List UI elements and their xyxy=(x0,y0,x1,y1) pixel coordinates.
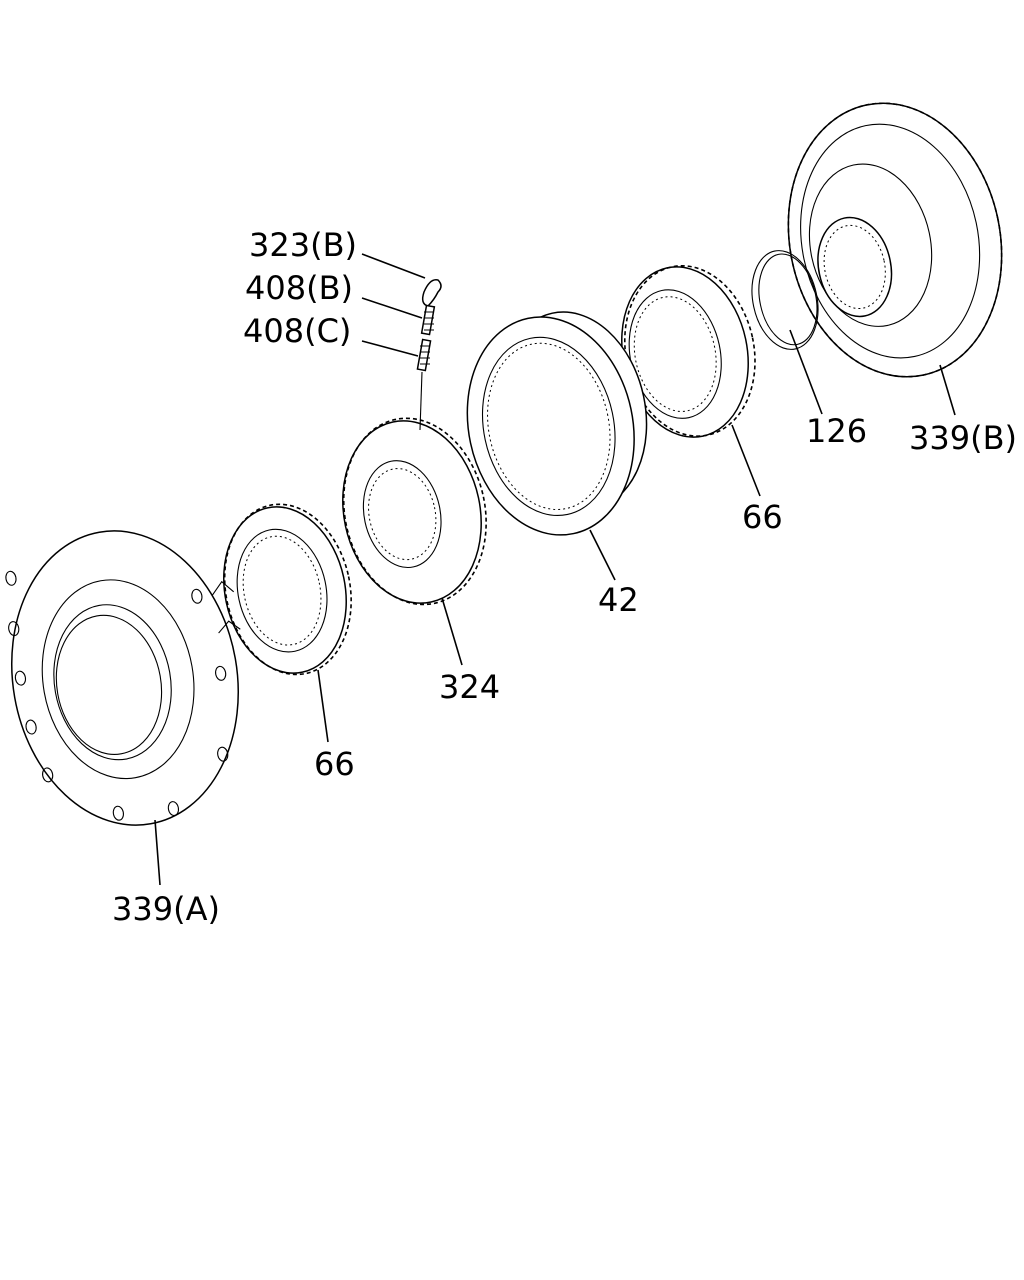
label-408b: 408(B) xyxy=(245,269,353,307)
label-339b: 339(B) xyxy=(909,419,1017,457)
label-126: 126 xyxy=(806,412,867,450)
sleeve-42 xyxy=(466,311,648,536)
label-66-right: 66 xyxy=(742,498,783,536)
label-339a: 339(A) xyxy=(112,890,220,928)
gear-339b xyxy=(787,102,1003,378)
label-66-left: 66 xyxy=(314,745,355,783)
snap-ring-126 xyxy=(751,250,819,350)
leader-lines xyxy=(154,253,956,886)
label-42: 42 xyxy=(598,581,639,619)
label-323b: 323(B) xyxy=(249,226,357,264)
hub-324 xyxy=(342,417,487,606)
plate-339a xyxy=(5,530,241,826)
detent-parts xyxy=(416,279,442,431)
label-324: 324 xyxy=(439,668,500,706)
sync-ring-66-left xyxy=(223,503,352,676)
label-408c: 408(C) xyxy=(243,312,351,350)
